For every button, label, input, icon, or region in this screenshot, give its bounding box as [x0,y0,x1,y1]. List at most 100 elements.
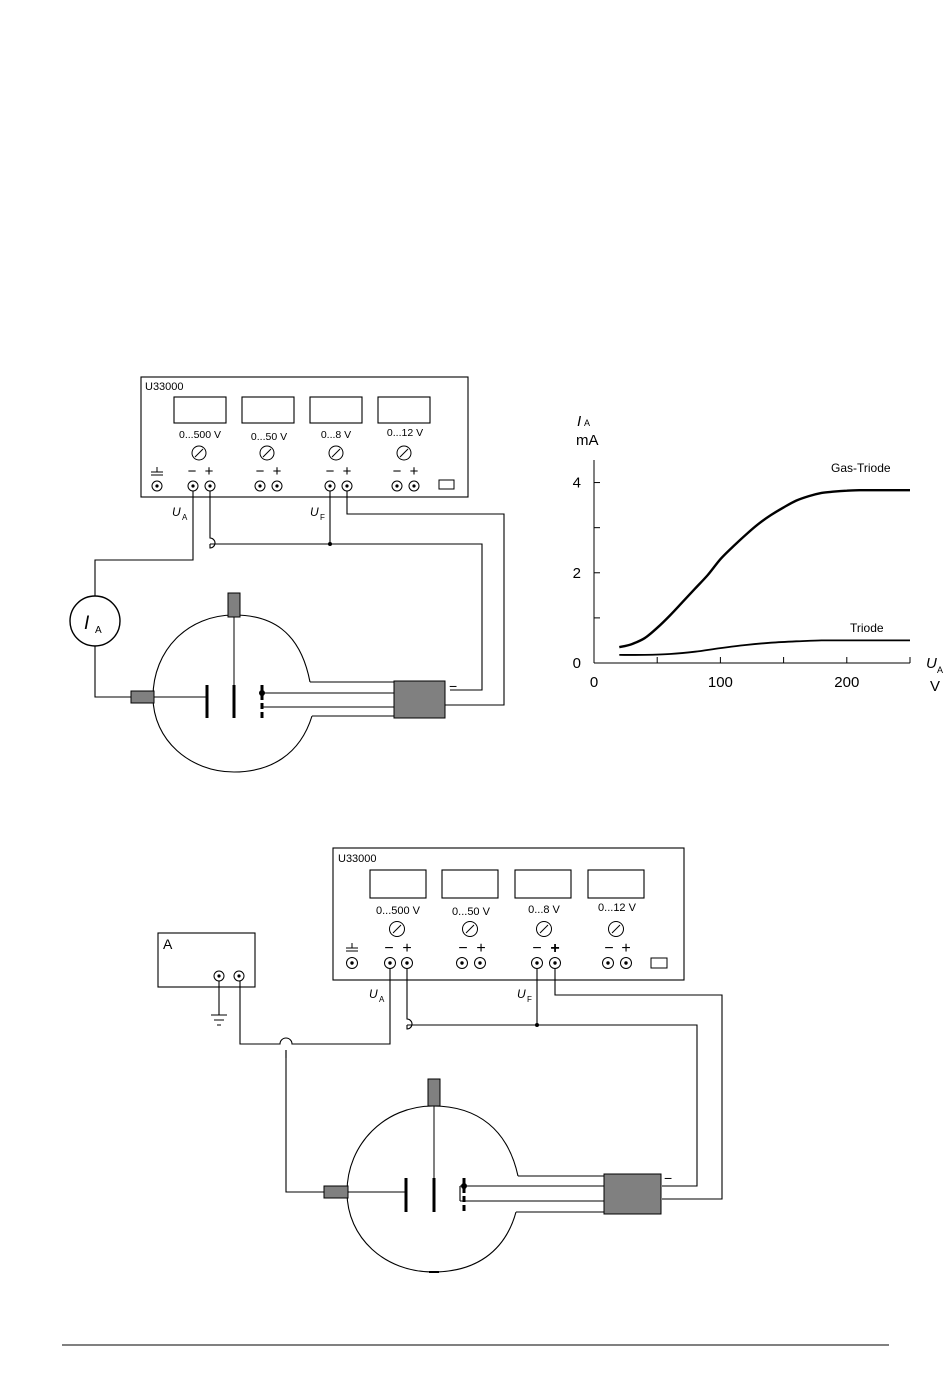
socket-icon[interactable] [214,971,224,981]
terminal-plus-label: + [402,940,411,957]
socket-icon[interactable] [550,958,561,969]
y-tick-label: 2 [573,565,581,582]
power-supply-2: U33000 0...500 V 0...50 V 0...8 V 0...12… [333,848,684,980]
gas-triode-tube-2: − [324,1079,672,1272]
knob-icon[interactable] [463,922,478,937]
socket-icon[interactable] [342,481,352,491]
terminal-minus-label: − [326,463,335,480]
knob-icon[interactable] [260,446,274,460]
anode-connector [428,1079,440,1106]
socket-icon[interactable] [603,958,614,969]
supply-display-2 [515,870,571,898]
terminal-plus-label: + [621,940,630,957]
terminal-plus-label: + [410,463,419,480]
socket-icon[interactable] [385,958,396,969]
tube-socket [604,1174,661,1214]
socket-icon[interactable] [392,481,402,491]
knob-icon[interactable] [537,922,552,937]
terminal-minus-label: − [393,463,402,480]
x-axis-unit: V [930,678,940,695]
socket-icon[interactable] [409,481,419,491]
ia-label-sub: A [95,625,102,636]
terminal-plus-label: + [550,940,559,957]
knob-icon[interactable] [609,922,624,937]
ua-label-sub: A [182,513,188,522]
range-label-8v: 0...8 V [321,429,351,441]
legend-gas-triode: Gas-Triode [831,461,891,475]
y-tick-label: 4 [573,475,581,492]
knob-icon[interactable] [192,446,206,460]
wire-junction [535,1023,539,1027]
circuit-diagram-electrometer: U33000 0...500 V 0...50 V 0...8 V 0...12… [158,848,722,1272]
terminal-minus-label: − [604,940,613,957]
ground-icon [211,1015,227,1025]
supply-display-1 [442,870,498,898]
socket-icon[interactable] [457,958,468,969]
x-tick-label: 0 [590,674,598,691]
terminal-plus-label: + [205,463,214,480]
terminal-minus-label: − [532,940,541,957]
socket-minus-label: − [664,1170,672,1186]
range-label-500v: 0...500 V [376,905,421,917]
grid-connector [324,1186,348,1198]
terminal-minus-label: − [458,940,467,957]
power-supply-1: U33000 0...500 V 0...50 V 0...8 V 0...12… [141,377,468,497]
range-label-8v: 0...8 V [528,904,560,916]
socket-icon[interactable] [402,958,413,969]
ia-label: I [84,613,90,634]
y-tick-label: 0 [573,655,581,672]
supply-display-1 [242,397,294,423]
range-label-50v: 0...50 V [251,431,287,443]
socket-icon[interactable] [325,481,335,491]
wiring-2 [240,968,722,1199]
y-axis-label: I [577,413,581,430]
socket-icon[interactable] [272,481,282,491]
socket-icon[interactable] [188,481,198,491]
socket-icon[interactable] [152,481,162,491]
terminal-plus-label: + [476,940,485,957]
tube-socket [394,681,445,718]
socket-icon[interactable] [255,481,265,491]
socket-icon[interactable] [475,958,486,969]
x-axis-label: U [926,655,937,672]
ua-label-sub: A [379,995,385,1004]
wire-junction [328,542,332,546]
knob-icon[interactable] [390,922,405,937]
socket-icon[interactable] [347,958,358,969]
terminal-minus-label: − [188,463,197,480]
terminal-plus-label: + [273,463,282,480]
socket-icon[interactable] [532,958,543,969]
power-switch-icon[interactable] [651,958,667,968]
x-tick-label: 100 [708,674,733,691]
terminal-plus-label: + [343,463,352,480]
knob-icon[interactable] [397,446,411,460]
supply-model-label: U33000 [145,381,184,393]
supply-display-0 [370,870,426,898]
supply-display-3 [588,870,644,898]
y-axis-unit: mA [576,432,599,449]
legend-triode: Triode [850,621,884,635]
socket-icon[interactable] [234,971,244,981]
ground-icon [151,467,163,475]
electrometer-label: A [163,936,173,952]
socket-icon[interactable] [205,481,215,491]
terminal-minus-label: − [256,463,265,480]
socket-minus-label: − [449,678,457,694]
y-axis-label-sub: A [584,418,590,428]
socket-icon[interactable] [621,958,632,969]
x-axis-label-sub: A [937,665,943,675]
ua-label: U [369,987,378,1001]
terminal-minus-label: − [384,940,393,957]
x-tick-label: 200 [834,674,859,691]
ground-icon [346,943,358,951]
supply-display-3 [378,397,430,423]
supply-display-0 [174,397,226,423]
uf-label-sub: F [527,995,532,1004]
uf-label-sub: F [320,513,325,522]
power-switch-icon[interactable] [439,480,454,489]
supply-display-2 [310,397,362,423]
knob-icon[interactable] [329,446,343,460]
gas-triode-tube-1: − [131,593,457,772]
anode-connector [228,593,240,617]
